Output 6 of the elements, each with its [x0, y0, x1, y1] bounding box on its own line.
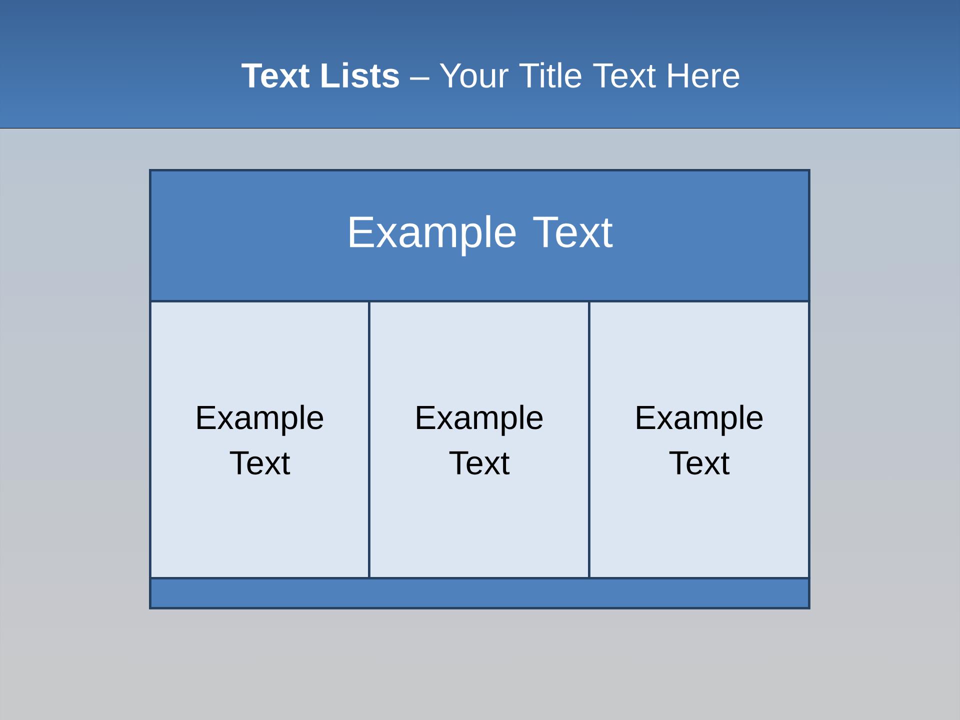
text-box: Example Text [588, 300, 810, 580]
text-box: Example Text [368, 300, 590, 580]
slide-title: Text Lists – Your Title Text Here [242, 62, 740, 88]
header-box: Example Text [149, 169, 810, 302]
footer-bar [149, 577, 810, 610]
text-box: Example Text [149, 300, 370, 580]
